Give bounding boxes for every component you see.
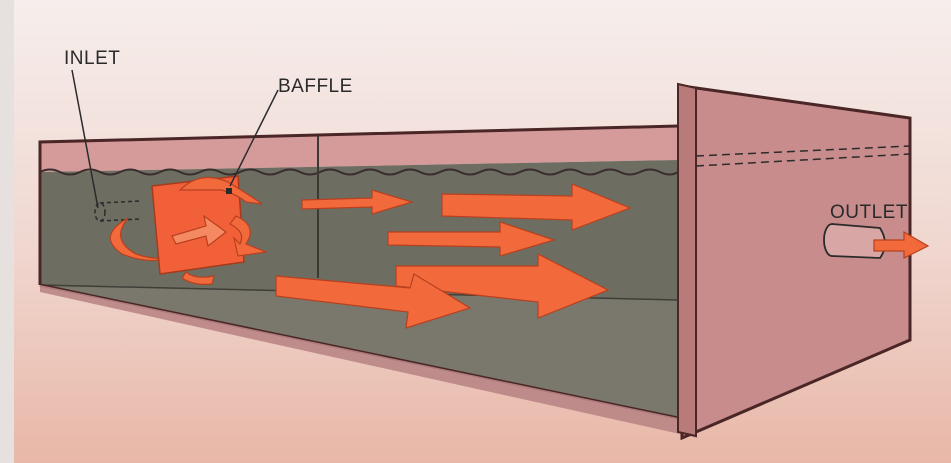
inlet-pipe <box>94 200 141 222</box>
tank-front-lip <box>40 285 698 438</box>
back-wall-above-water <box>40 126 678 172</box>
flow-arrows <box>275 183 632 329</box>
outlet-pipe <box>823 223 930 259</box>
baffle-label: BAFFLE <box>278 76 353 97</box>
flow-arrow-5 <box>275 273 472 329</box>
flow-arrow-1 <box>301 189 415 215</box>
swirl-arrow-center <box>171 214 227 248</box>
end-wall-water-line <box>695 145 911 167</box>
water-surface-line <box>39 168 679 176</box>
swirl-arrow-top <box>178 176 263 205</box>
outlet-label: OUTLET <box>830 202 908 223</box>
end-wall-edge <box>677 82 697 438</box>
inlet-label: INLET <box>64 48 120 69</box>
outlet-flow-arrow <box>873 230 930 259</box>
baffle-mark <box>226 188 232 194</box>
baffle-leader-line <box>229 89 279 187</box>
swirl-arrow-right <box>229 215 269 257</box>
left-edge-strip <box>0 0 14 463</box>
flow-arrow-2 <box>441 183 632 231</box>
flow-arrow-3 <box>387 221 556 257</box>
inlet-leader-line <box>71 69 99 209</box>
swirl-arrow-bottom <box>181 271 215 285</box>
baffle-assembly <box>109 175 269 285</box>
tank-back-edge <box>38 124 679 285</box>
